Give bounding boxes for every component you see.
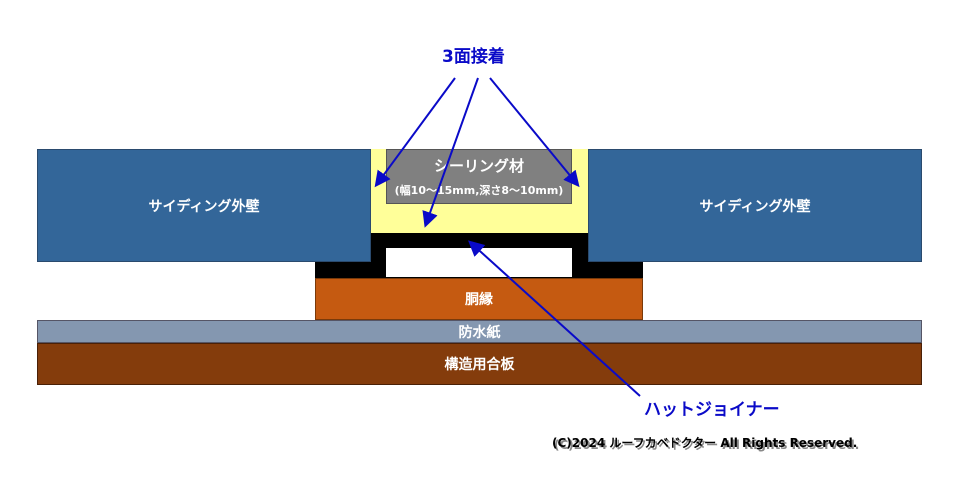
sealant-label: シーリング材	[433, 157, 524, 175]
copyright: (C)2024 ルーフカベドクター All Rights Reserved.	[552, 436, 858, 450]
arrow-left-face	[374, 77, 456, 188]
arrow-right-face	[489, 77, 580, 188]
siding-left-label: サイディング外壁	[148, 198, 260, 215]
arrow-hat-joiner	[468, 240, 641, 397]
three-side-adhesion-label: 3面接着	[442, 47, 505, 67]
siding-left: サイディング外壁	[37, 149, 371, 262]
waterproof-label: 防水紙	[458, 324, 501, 341]
siding-right-label: サイディング外壁	[699, 198, 811, 215]
arrow-bottom-face	[422, 77, 479, 228]
plywood-label: 構造用合板	[444, 357, 515, 373]
waterproof-paper: 防水紙	[37, 320, 922, 343]
furring-label: 胴縁	[465, 292, 493, 308]
plywood: 構造用合板	[37, 343, 922, 385]
furring: 胴縁	[315, 278, 643, 320]
hat-joiner-label: ハットジョイナー	[644, 400, 780, 420]
siding-right: サイディング外壁	[588, 149, 922, 262]
sealant: シーリング材 (幅10～15mm,深さ8～10mm)	[386, 149, 572, 204]
